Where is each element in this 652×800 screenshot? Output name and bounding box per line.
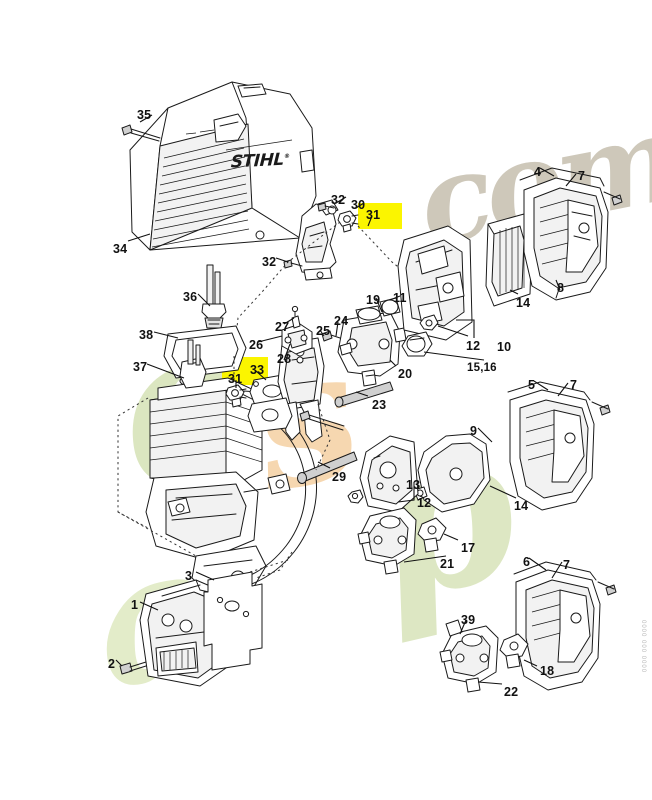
callout-2-43: 2 bbox=[108, 657, 116, 671]
part-9-13-filter bbox=[347, 433, 491, 513]
callout-30-4: 30 bbox=[351, 198, 366, 212]
callout-23-18: 23 bbox=[372, 398, 387, 412]
callout-7-26: 7 bbox=[578, 169, 586, 183]
part-24-25-gasket-screw bbox=[247, 330, 347, 433]
callout-21-35: 21 bbox=[440, 557, 455, 571]
part-cylinder-crankcase bbox=[145, 339, 267, 597]
part-14-filter-element-top bbox=[485, 213, 533, 307]
callout-4-25: 4 bbox=[534, 165, 542, 179]
callout-28-11: 28 bbox=[277, 352, 292, 366]
part-engine-cover bbox=[129, 81, 317, 251]
part-6-shroud bbox=[513, 561, 617, 691]
callout-14-23: 14 bbox=[516, 296, 531, 310]
callout-17-34: 17 bbox=[461, 541, 476, 555]
callout-39-38: 39 bbox=[461, 613, 476, 627]
callout-37-8: 37 bbox=[133, 360, 148, 374]
callout-7-29: 7 bbox=[570, 378, 578, 392]
callout-22-40: 22 bbox=[504, 685, 519, 699]
callout-20-17: 20 bbox=[398, 367, 413, 381]
part-28-intake-flange bbox=[275, 337, 325, 443]
part-26-27-fuel-fitting bbox=[281, 305, 313, 355]
part-10-11-12-housing bbox=[379, 225, 473, 357]
callout-33-10: 33 bbox=[250, 363, 265, 377]
part-32-screws bbox=[283, 202, 335, 269]
callout-1-42: 1 bbox=[131, 598, 139, 612]
callout-15-16-24: 15,16 bbox=[467, 362, 497, 374]
callout-5-28: 5 bbox=[528, 378, 536, 392]
callout-27-12: 27 bbox=[275, 320, 290, 334]
callout-6-36: 6 bbox=[523, 555, 531, 569]
stihl-brand-logo: STIHL® bbox=[230, 149, 290, 173]
callout-36-6: 36 bbox=[183, 290, 198, 304]
callout-29-19: 29 bbox=[332, 470, 347, 484]
part-3-muffler-gasket bbox=[203, 559, 289, 671]
registered-mark: ® bbox=[283, 152, 290, 161]
callout-13-31: 13 bbox=[406, 478, 421, 492]
callout-19-16: 19 bbox=[366, 293, 381, 307]
part-4-8-shroud bbox=[519, 167, 623, 301]
highlight-31-top bbox=[358, 203, 402, 229]
callout-35-0: 35 bbox=[137, 108, 152, 122]
part-21-carburetor bbox=[357, 507, 447, 575]
callout-3-41: 3 bbox=[185, 569, 193, 583]
sheet-edge-code: 0000 000 0000 bbox=[640, 620, 646, 674]
callout-24-15: 24 bbox=[334, 314, 349, 328]
callout-25-14: 25 bbox=[316, 324, 331, 338]
part-39-22-carburetor bbox=[439, 619, 529, 693]
callout-26-13: 26 bbox=[249, 338, 264, 352]
callout-12-21: 12 bbox=[466, 339, 481, 353]
part-36-spark-plug bbox=[201, 264, 227, 329]
callout-12-32: 12 bbox=[417, 496, 432, 510]
callout-10-22: 10 bbox=[497, 340, 512, 354]
callout-31-9: 31 bbox=[228, 372, 243, 386]
callout-32-3: 32 bbox=[262, 255, 277, 269]
callout-32-2: 32 bbox=[331, 193, 346, 207]
callout-leader-lines bbox=[115, 114, 577, 685]
callout-9-30: 9 bbox=[470, 424, 478, 438]
part-29-long-screw bbox=[297, 451, 358, 484]
callout-38-7: 38 bbox=[139, 328, 154, 342]
callout-11-20: 11 bbox=[393, 291, 407, 305]
part-5-shroud bbox=[507, 381, 611, 511]
part-2-muffler-screw bbox=[119, 661, 147, 675]
part-31-fitting-middle bbox=[225, 384, 247, 408]
callout-14-33: 14 bbox=[514, 499, 529, 513]
callout-18-39: 18 bbox=[540, 664, 555, 678]
part-19-20-carburetor bbox=[337, 305, 407, 387]
callout-7-37: 7 bbox=[563, 558, 571, 572]
part-30-31-fitting-top bbox=[337, 210, 359, 233]
part-23-linkage-rod bbox=[334, 381, 394, 408]
callout-31-5: 31 bbox=[366, 208, 381, 222]
callout-34-1: 34 bbox=[113, 242, 128, 256]
callout-8-27: 8 bbox=[557, 281, 565, 295]
part-35-screw bbox=[121, 124, 161, 142]
stihl-wordmark: STIHL bbox=[230, 149, 285, 173]
